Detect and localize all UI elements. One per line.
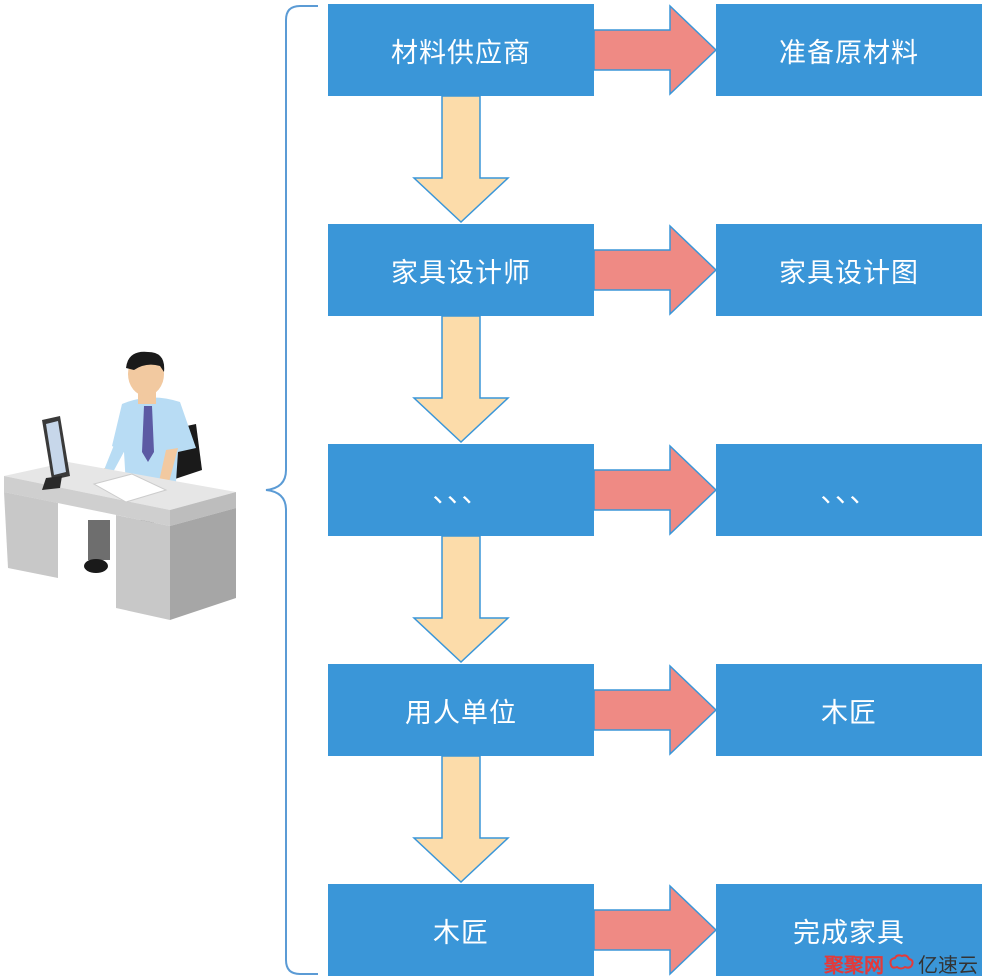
monitor-screen — [46, 421, 66, 475]
output-box: 家具设计图 — [716, 224, 982, 316]
worker-hair — [126, 351, 165, 372]
right-arrow — [593, 884, 718, 976]
down-arrow — [412, 95, 510, 224]
right-arrow — [593, 224, 718, 316]
worker-tie — [142, 406, 154, 462]
output-box: 、、、 — [716, 444, 982, 536]
worker-shoe-left — [84, 559, 108, 573]
desk-right-pedestal — [116, 515, 170, 620]
down-arrow — [412, 535, 510, 664]
role-box: 家具设计师 — [328, 224, 594, 316]
monitor-stand — [42, 476, 62, 490]
watermark-text: 亿速云 — [918, 953, 978, 977]
keyboard — [92, 473, 168, 503]
right-arrow — [593, 664, 718, 756]
right-arrow — [593, 444, 718, 536]
desk-side-edge — [170, 492, 236, 526]
output-box: 完成家具 — [716, 884, 982, 976]
role-box: 用人单位 — [328, 664, 594, 756]
watermark-red-text: 聚聚网 — [824, 953, 884, 977]
worker-leg-left — [88, 520, 110, 560]
role-box: 、、、 — [328, 444, 594, 536]
watermark: 聚聚网 亿速云 — [824, 949, 978, 978]
right-arrow — [593, 4, 718, 96]
worker-shirt — [112, 397, 196, 486]
worker-arm-left — [104, 440, 126, 474]
output-box: 准备原材料 — [716, 4, 982, 96]
output-box: 木匠 — [716, 664, 982, 756]
down-arrow — [412, 755, 510, 884]
down-arrow — [412, 315, 510, 444]
desk-left-pedestal — [4, 492, 58, 578]
yisu-cloud-logo-icon — [888, 952, 914, 976]
worker-arm-right — [158, 448, 178, 486]
brace — [265, 5, 318, 975]
desk-right-side — [170, 508, 236, 620]
role-box: 材料供应商 — [328, 4, 594, 96]
role-box: 木匠 — [328, 884, 594, 976]
